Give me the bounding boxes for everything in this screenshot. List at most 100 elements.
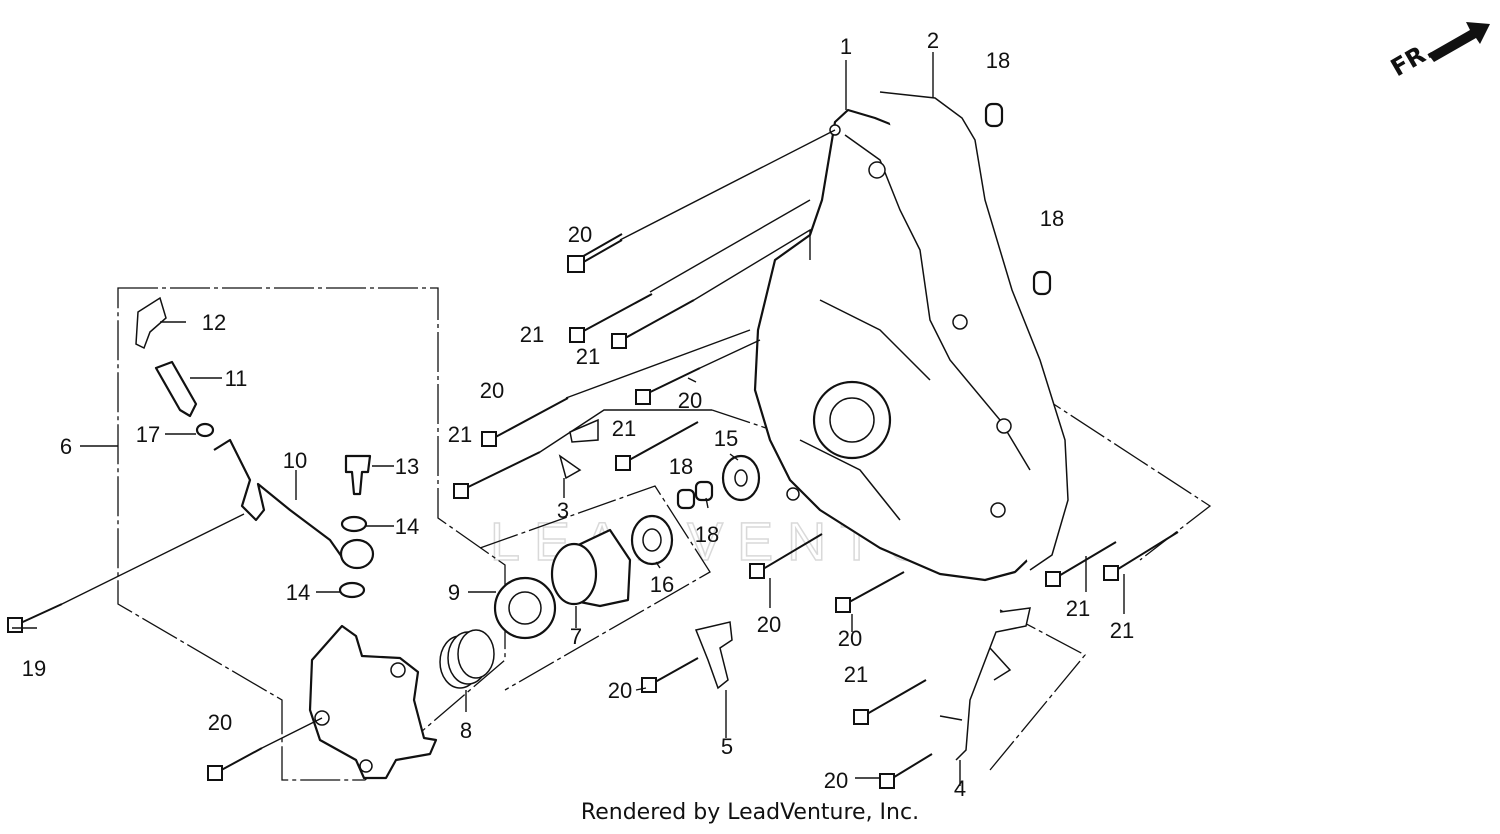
callout-label: 3 <box>557 498 569 523</box>
bolt-head <box>835 597 851 613</box>
oil-seal-collar-bore <box>734 469 748 487</box>
bolt-part <box>1051 541 1117 581</box>
bolt-part <box>617 299 695 343</box>
sensor-lead-terminal <box>339 538 375 570</box>
pump-body-bolt-hole <box>390 662 406 678</box>
dowel-pin-part <box>1032 270 1052 296</box>
bolt-head <box>1103 565 1119 581</box>
callout-label: 18 <box>695 522 719 547</box>
callout-label: 21 <box>612 416 636 441</box>
callout-label: 19 <box>22 656 46 681</box>
callout-label: 20 <box>824 768 848 793</box>
bolt-head <box>481 431 497 447</box>
pump-body-part <box>308 624 438 780</box>
callout-label: 1 <box>840 34 852 59</box>
rear-cover-bolt-hole <box>952 314 968 330</box>
bolt-head <box>569 327 585 343</box>
bolt-head <box>879 773 895 789</box>
callout-label: 21 <box>448 422 472 447</box>
bolt-head <box>453 483 469 499</box>
clamp-part <box>558 418 599 480</box>
bolt-group <box>7 233 1179 789</box>
callout-label: 20 <box>838 626 862 651</box>
sensor-lead-part <box>213 438 345 561</box>
bolt-part <box>859 679 927 719</box>
callout-label: 13 <box>395 454 419 479</box>
bleeder-screw-part <box>154 360 198 418</box>
bolt-part <box>621 421 699 465</box>
oil-seal-inner <box>508 591 542 625</box>
callout-label: 8 <box>460 718 472 743</box>
callout-label: 7 <box>570 624 582 649</box>
rear-cover-bearing-bore <box>829 397 875 443</box>
render-credit: Rendered by LeadVenture, Inc. <box>580 800 920 825</box>
washer-part <box>338 581 366 599</box>
callout-label: 20 <box>608 678 632 703</box>
dowel-pin-part <box>694 480 714 502</box>
callout-label: 17 <box>136 422 160 447</box>
callout-label: 10 <box>283 448 307 473</box>
callout-label: 21 <box>520 322 544 347</box>
clamp-part <box>694 621 733 690</box>
assembly-boundary-left <box>117 287 506 781</box>
callout-label: 16 <box>650 572 674 597</box>
assembly-boundary-pump <box>479 485 711 691</box>
rear-cover-bolt-hole <box>786 487 800 501</box>
bolt-head <box>853 709 869 725</box>
callout-label: 18 <box>986 48 1010 73</box>
callout-label: 21 <box>1066 596 1090 621</box>
callout-label: 2 <box>927 28 939 53</box>
leader-lines <box>12 52 1125 786</box>
bolt-head <box>615 455 631 471</box>
callout-label: 14 <box>286 580 310 605</box>
callout-label: 20 <box>208 710 232 735</box>
bolt-head <box>7 617 23 633</box>
flange-bolt-part <box>344 454 372 496</box>
front-direction-arrow-icon <box>1428 22 1490 62</box>
callout-label: 12 <box>202 310 226 335</box>
rear-cover-gasket-part <box>879 91 1069 571</box>
callout-label: 15 <box>714 426 738 451</box>
bolt-head <box>207 765 223 781</box>
dowel-pin-part <box>676 488 696 510</box>
callout-label: 6 <box>60 434 72 459</box>
callout-label: 9 <box>448 580 460 605</box>
callout-label: 21 <box>576 344 600 369</box>
spring-part <box>439 629 495 689</box>
callout-label: 11 <box>225 366 248 391</box>
callout-label: 20 <box>678 388 702 413</box>
bolt-part <box>1109 531 1179 575</box>
bearing-bore <box>642 528 662 552</box>
callout-label: 20 <box>480 378 504 403</box>
rear-cover-bolt-hole <box>868 161 886 179</box>
bolt-head <box>1045 571 1061 587</box>
bolt-head <box>641 677 657 693</box>
callout-label: 20 <box>757 612 781 637</box>
bolt-part <box>757 533 823 573</box>
rear-cover-bolt-hole <box>990 502 1006 518</box>
pump-housing-face <box>550 542 598 606</box>
bolt-part <box>577 293 653 335</box>
bolt-part <box>641 367 701 397</box>
callout-label: 18 <box>1040 206 1064 231</box>
callout-label: 21 <box>844 662 868 687</box>
washer-part <box>340 515 368 533</box>
rear-cover-bolt-hole <box>996 418 1012 434</box>
bolt-head <box>611 333 627 349</box>
callout-label: 14 <box>395 514 419 539</box>
callout-label: 5 <box>721 734 733 759</box>
pump-body-bolt-hole <box>359 759 373 773</box>
dowel-pin-part <box>984 102 1004 128</box>
o-ring-part <box>195 422 215 438</box>
bolt-head <box>567 255 585 273</box>
callout-label: 18 <box>669 454 693 479</box>
rear-cover-part <box>753 91 1069 582</box>
callout-label: 21 <box>1110 618 1134 643</box>
clamp-part <box>939 607 1031 761</box>
bracket-part <box>135 296 167 350</box>
callout-labels: 1 2 3 4 5 6 7 8 9 10 11 12 13 14 14 15 1… <box>22 28 1134 801</box>
bolt-part <box>461 451 541 491</box>
bolt-head <box>635 389 651 405</box>
bolt-head <box>749 563 765 579</box>
